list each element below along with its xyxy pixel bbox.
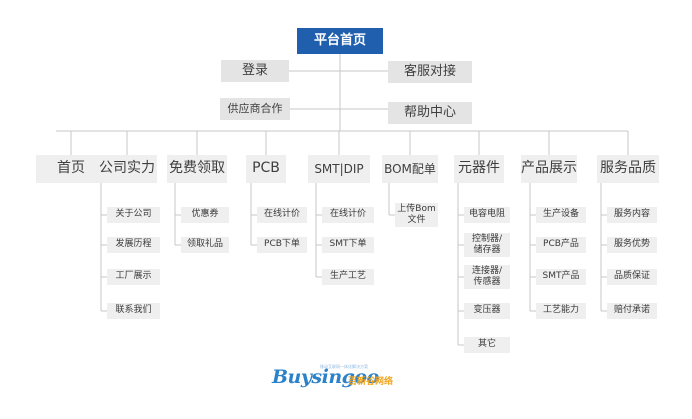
child-node: 在线计价	[322, 207, 374, 223]
child-node: 发展历程	[107, 237, 160, 253]
top-item-customer-service: 客服对接	[388, 61, 472, 83]
root-node: 平台首页	[297, 28, 383, 54]
child-node: SMT产品	[536, 269, 586, 285]
child-node: 联系我们	[107, 303, 160, 319]
logo-wordmark: Buysingoo	[272, 366, 379, 388]
child-node: 生产设备	[536, 207, 586, 223]
section-node-2: 免费领取	[167, 155, 227, 183]
child-node: 服务内容	[607, 207, 657, 223]
top-item-supplier: 供应商合作	[220, 98, 290, 120]
section-node-4: SMT|DIP	[308, 155, 370, 183]
child-node: SMT下单	[322, 237, 374, 253]
child-node: 关于公司	[107, 207, 160, 223]
child-node: 变压器	[464, 303, 510, 319]
child-node: 控制器/ 储存器	[464, 233, 510, 257]
child-node: PCB产品	[536, 237, 586, 253]
top-item-help-center: 帮助中心	[388, 102, 472, 124]
brand-logo: 移动互联网一体化解决方案 Buysingoo 百新谷网络	[272, 362, 412, 388]
child-node: 其它	[464, 337, 510, 353]
top-item-login: 登录	[221, 60, 289, 82]
child-node: 品质保证	[607, 269, 657, 285]
child-node: 生产工艺	[322, 269, 374, 285]
section-node-7: 产品展示	[521, 155, 577, 183]
logo-tagline: 移动互联网一体化解决方案	[320, 364, 368, 369]
child-node: 服务优势	[607, 237, 657, 253]
logo-chinese-name: 百新谷网络	[348, 377, 394, 387]
child-node: 连接器/ 传感器	[464, 265, 510, 289]
section-node-5: BOM配单	[382, 155, 438, 183]
child-node: 领取礼品	[181, 237, 229, 253]
child-node: 优惠券	[181, 207, 229, 223]
section-node-1: 公司实力	[97, 155, 157, 183]
child-node: 电容电阻	[464, 207, 510, 223]
child-node: 工厂展示	[107, 269, 160, 285]
child-node: 在线计价	[257, 207, 307, 223]
child-node: PCB下单	[257, 237, 307, 253]
section-node-8: 服务品质	[597, 155, 659, 183]
section-node-0: 首页	[36, 155, 106, 183]
child-node: 工艺能力	[536, 303, 586, 319]
child-node: 上传Bom 文件	[395, 203, 438, 227]
section-node-6: 元器件	[454, 155, 504, 183]
child-node: 赔付承诺	[607, 303, 657, 319]
section-node-3: PCB	[246, 155, 286, 183]
